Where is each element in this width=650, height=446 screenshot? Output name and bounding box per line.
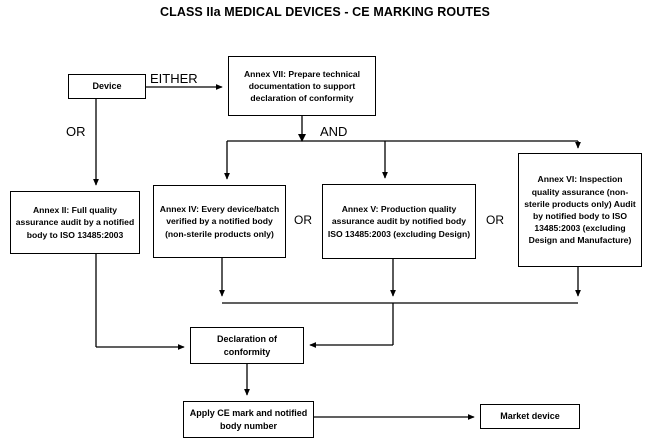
node-annex-iv[interactable]: Annex IV: Every device/batch verified by… — [153, 185, 286, 258]
node-annex-ii[interactable]: Annex II: Full quality assurance audit b… — [10, 191, 140, 254]
node-declaration-of-conformity[interactable]: Declaration of conformity — [190, 327, 304, 364]
node-annex-vii-label: Annex VII: Prepare technical documentati… — [243, 68, 361, 104]
connector-label-either: EITHER — [150, 71, 198, 86]
node-device-label: Device — [92, 81, 122, 92]
node-annex-vi[interactable]: Annex VI: Inspection quality assurance (… — [518, 153, 642, 267]
node-annex-v-label: Annex V: Production quality assurance au… — [327, 204, 471, 239]
connector-label-or-v-vi: OR — [486, 213, 504, 227]
connector-label-or-iv-v: OR — [294, 213, 312, 227]
node-apply-ce-mark[interactable]: Apply CE mark and notified body number — [183, 401, 314, 438]
node-annex-v[interactable]: Annex V: Production quality assurance au… — [322, 184, 476, 259]
connector-label-and: AND — [320, 124, 348, 139]
node-declaration-label: Declaration of conformity — [216, 333, 277, 357]
node-market-device-label: Market device — [500, 411, 560, 422]
node-market-device[interactable]: Market device — [480, 404, 580, 429]
node-annex-ii-label: Annex II: Full quality assurance audit b… — [15, 205, 135, 240]
node-apply-ce-label: Apply CE mark and notified body number — [189, 407, 308, 431]
node-annex-vi-label: Annex VI: Inspection quality assurance (… — [524, 174, 636, 246]
node-device[interactable]: Device — [68, 74, 146, 99]
connector-label-or-device: OR — [66, 124, 86, 139]
page-title: CLASS IIa MEDICAL DEVICES - CE MARKING R… — [160, 5, 490, 19]
node-annex-iv-label: Annex IV: Every device/batch verified by… — [159, 204, 280, 239]
node-annex-vii[interactable]: Annex VII: Prepare technical documentati… — [228, 56, 376, 116]
